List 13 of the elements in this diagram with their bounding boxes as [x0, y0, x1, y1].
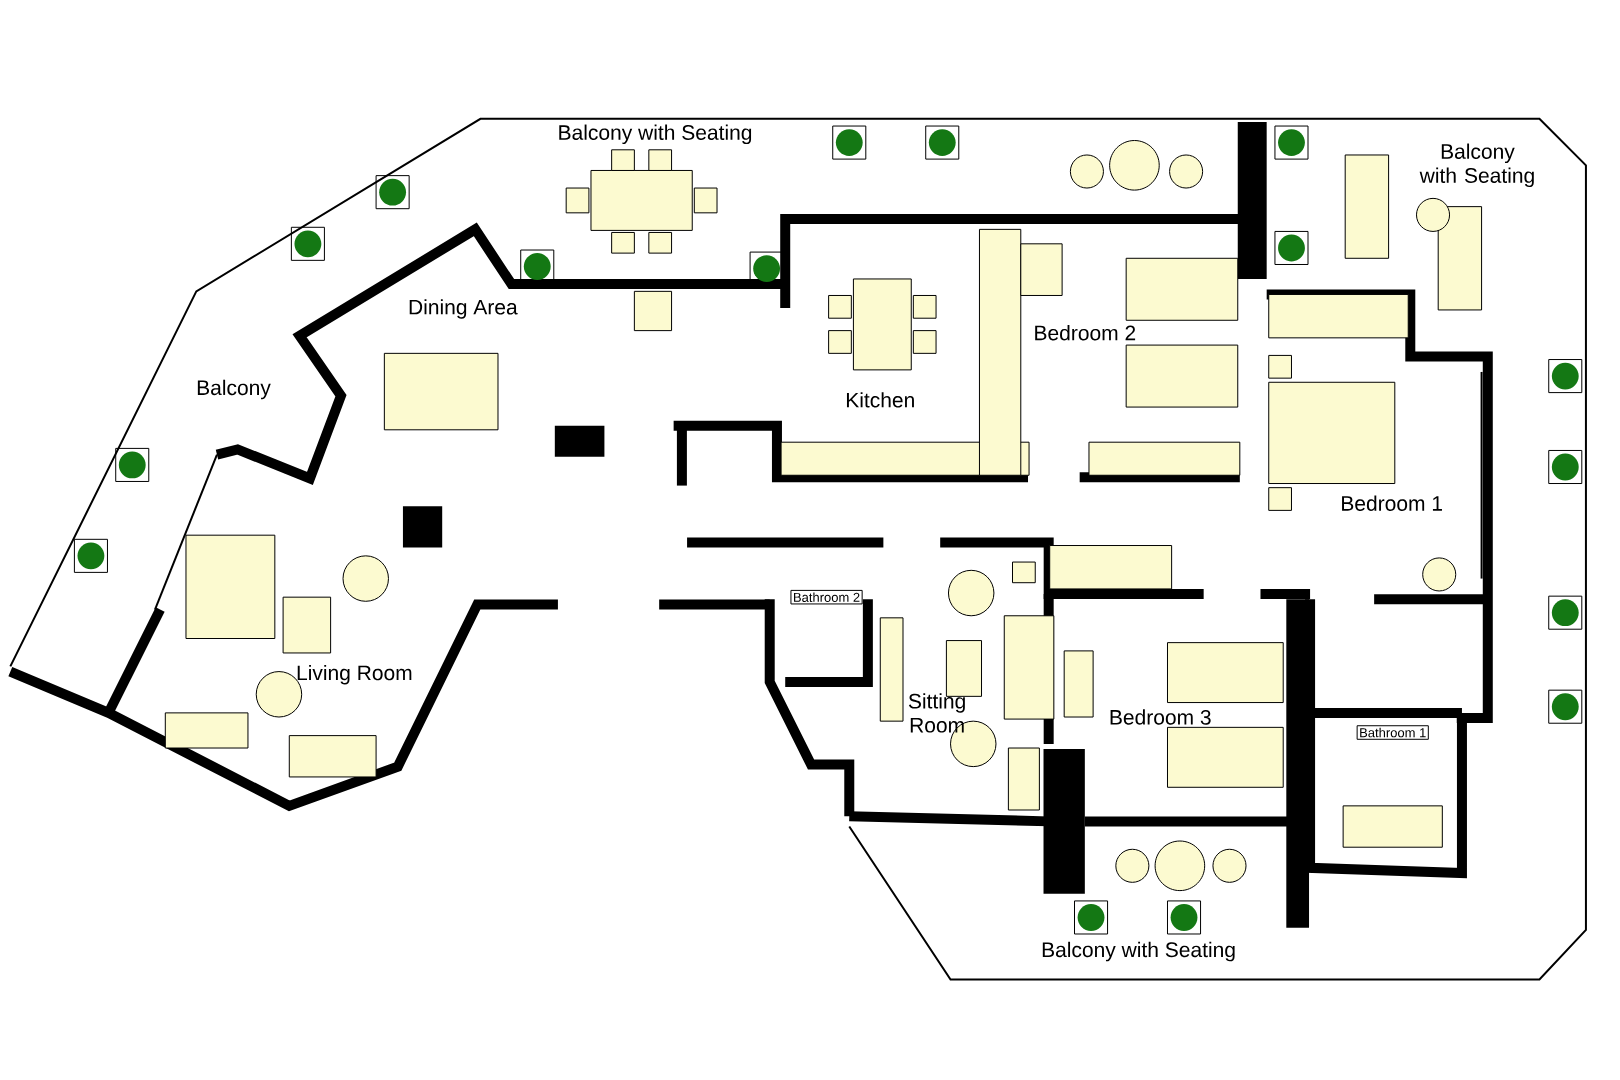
room-label: Balcony with Seating — [559, 124, 752, 145]
room-label: Dining Area — [409, 299, 518, 319]
room-label: Kitchen — [847, 392, 914, 408]
room-label: Living Room — [297, 665, 412, 685]
room-label: Bedroom 1 — [1342, 495, 1442, 512]
room-label: Balcony with Seating — [1042, 941, 1235, 962]
room-label: Sitting Room — [908, 693, 965, 733]
room-label: Bathroom 1 — [1356, 725, 1429, 740]
room-label: Bedroom 3 — [1110, 709, 1211, 725]
room-label: Bathroom 2 — [790, 590, 863, 605]
room-label: Balcony — [197, 379, 271, 400]
room-label: Bedroom 2 — [1035, 325, 1136, 341]
room-label: Balcony with Seating — [1419, 143, 1534, 188]
